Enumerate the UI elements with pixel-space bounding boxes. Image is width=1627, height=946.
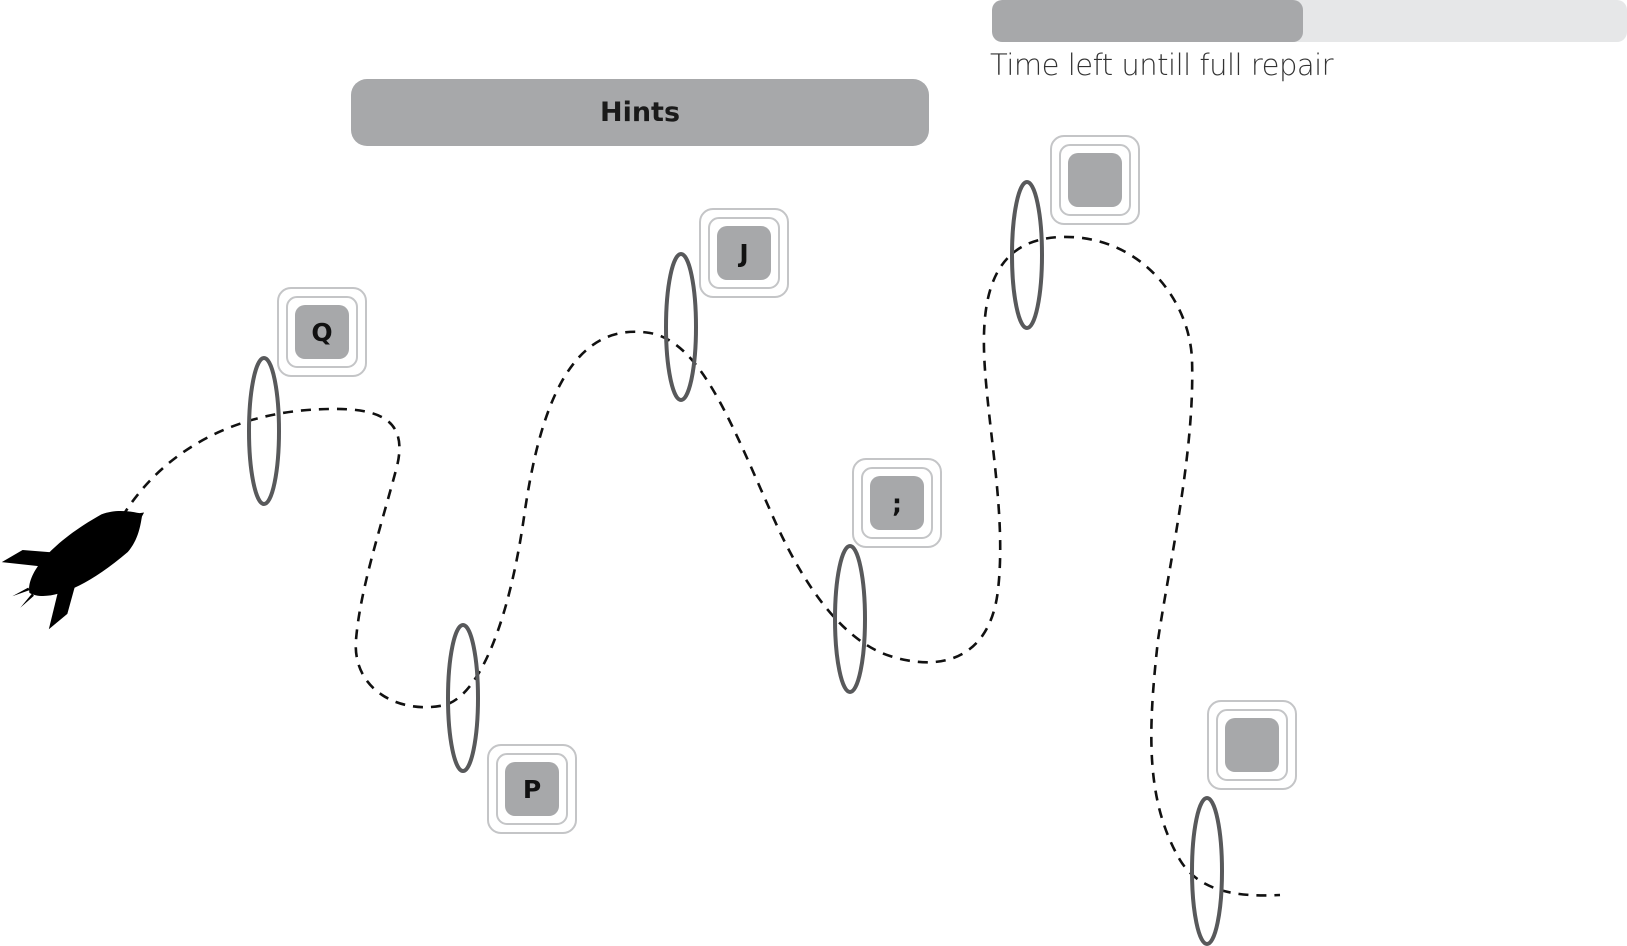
rocket-icon — [1, 510, 145, 630]
key-blank-top-cap — [1068, 153, 1122, 207]
key-q: Q — [277, 287, 367, 377]
ring-gate — [446, 623, 480, 773]
ring-gate — [1190, 796, 1224, 946]
key-q-cap: Q — [295, 305, 349, 359]
key-inner-ring — [496, 753, 568, 825]
key-j-cap: J — [717, 226, 771, 280]
ring-gate — [247, 356, 281, 506]
key-blank-bottom-cap — [1225, 718, 1279, 772]
repair-progress-fill — [992, 0, 1304, 42]
key-inner-ring — [286, 296, 358, 368]
key-j: J — [699, 208, 789, 298]
repair-progress-caption: Time left untill full repair — [990, 48, 1334, 82]
key-p-cap: P — [505, 762, 559, 816]
repair-progress-bar — [992, 0, 1627, 42]
key-blank-bottom — [1207, 700, 1297, 790]
ring-gate — [1010, 180, 1044, 330]
key-inner-ring — [1059, 144, 1131, 216]
ring-gate — [833, 544, 867, 694]
hints-button[interactable]: Hints — [351, 79, 929, 146]
key-semicolon: ; — [852, 458, 942, 548]
ring-gate — [664, 252, 698, 402]
key-blank-top — [1050, 135, 1140, 225]
key-inner-ring — [861, 467, 933, 539]
flight-path — [120, 235, 1281, 897]
key-inner-ring — [708, 217, 780, 289]
key-p: P — [487, 744, 577, 834]
key-inner-ring — [1216, 709, 1288, 781]
key-semicolon-cap: ; — [870, 476, 924, 530]
